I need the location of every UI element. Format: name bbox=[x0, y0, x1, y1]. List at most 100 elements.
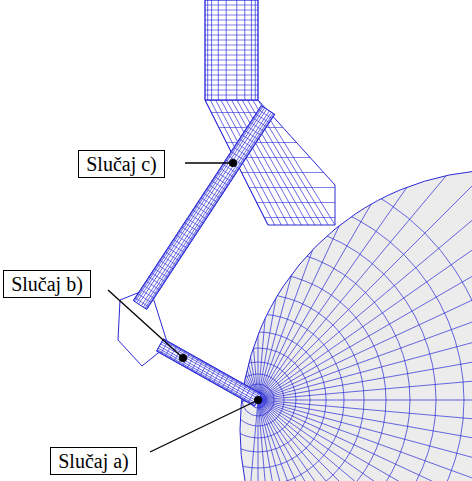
pipe-mesh bbox=[133, 0, 274, 406]
mesh-line bbox=[190, 332, 326, 468]
mesh-line bbox=[249, 187, 335, 188]
callout-label: Slučaj a) bbox=[58, 451, 129, 471]
pipe-region bbox=[133, 106, 274, 310]
mesh-line bbox=[258, 365, 472, 400]
mesh-line bbox=[172, 314, 344, 481]
mesh-line bbox=[141, 111, 269, 306]
mesh-line bbox=[0, 400, 258, 401]
mesh-line bbox=[205, 65, 258, 66]
mesh-line bbox=[248, 390, 255, 402]
mesh-line bbox=[135, 107, 263, 302]
mesh-line bbox=[205, 5, 258, 6]
mesh-line bbox=[205, 55, 258, 56]
callout-box: Slučaj c) bbox=[78, 150, 165, 178]
mesh-line bbox=[242, 172, 324, 173]
mesh-line bbox=[135, 298, 148, 307]
mesh-line bbox=[223, 400, 258, 481]
mesh-line bbox=[139, 109, 267, 304]
callout-box: Slučaj a) bbox=[50, 447, 137, 475]
mesh-line bbox=[222, 376, 229, 388]
mesh-line bbox=[258, 200, 472, 400]
mesh-line bbox=[205, 45, 258, 46]
mesh-line bbox=[205, 90, 258, 91]
mesh-line bbox=[0, 400, 258, 435]
mesh-line bbox=[237, 100, 308, 225]
mesh-line bbox=[163, 340, 261, 395]
mesh-line bbox=[239, 385, 246, 397]
mesh-line bbox=[258, 400, 472, 435]
mesh-line bbox=[205, 15, 258, 16]
mesh-line bbox=[143, 112, 271, 307]
leader-line bbox=[108, 290, 183, 358]
mesh-line bbox=[213, 371, 220, 383]
mesh-line bbox=[205, 10, 258, 11]
mesh-line bbox=[192, 359, 199, 371]
mesh-line bbox=[218, 373, 225, 385]
mesh-line bbox=[152, 294, 364, 481]
pipe-region bbox=[205, 0, 258, 100]
mesh-line bbox=[205, 366, 212, 378]
mesh-line bbox=[258, 231, 472, 400]
callout-label: Slučaj c) bbox=[86, 154, 157, 174]
mesh-line bbox=[157, 339, 164, 351]
mesh-line bbox=[0, 171, 258, 400]
mesh-line bbox=[205, 95, 258, 96]
leader-line bbox=[185, 162, 233, 163]
point-marker bbox=[229, 159, 237, 167]
mesh-line bbox=[157, 350, 255, 405]
mesh-line bbox=[205, 70, 258, 71]
callout-label: Slučaj b) bbox=[11, 274, 83, 294]
mesh-line bbox=[157, 351, 255, 406]
mesh-line bbox=[205, 35, 258, 36]
mesh-line bbox=[22, 164, 472, 481]
mesh-line bbox=[235, 383, 242, 395]
mesh-line bbox=[205, 100, 258, 101]
mesh-line bbox=[205, 85, 258, 86]
mesh-line bbox=[209, 368, 216, 380]
callout-box: Slučaj b) bbox=[3, 270, 91, 298]
mesh-line bbox=[161, 344, 259, 399]
mesh-line bbox=[163, 339, 261, 394]
mesh-line bbox=[244, 388, 251, 400]
mesh-line bbox=[137, 108, 265, 303]
mesh-line bbox=[205, 40, 258, 41]
mesh-line bbox=[258, 400, 259, 481]
mesh-line bbox=[258, 400, 458, 481]
mesh-line bbox=[258, 72, 472, 400]
mesh-line bbox=[258, 400, 472, 470]
mesh-line bbox=[200, 363, 207, 375]
mesh-line bbox=[159, 346, 257, 401]
mesh-line bbox=[157, 351, 255, 406]
mesh-line bbox=[205, 20, 258, 21]
point-marker bbox=[254, 396, 262, 404]
mesh-line bbox=[205, 80, 258, 81]
mesh-line bbox=[145, 113, 273, 308]
mesh-line bbox=[257, 202, 335, 203]
mesh-line bbox=[0, 117, 258, 400]
leader-line bbox=[150, 400, 258, 452]
mesh-line bbox=[226, 378, 233, 390]
mesh-line bbox=[205, 60, 258, 61]
mesh-line bbox=[134, 106, 262, 301]
mesh-line bbox=[133, 106, 261, 301]
mesh-line bbox=[146, 114, 274, 309]
mesh-line bbox=[205, 25, 258, 26]
mesh-line bbox=[162, 342, 260, 397]
mesh-line bbox=[231, 381, 238, 393]
mesh-line bbox=[206, 348, 310, 452]
mesh-line bbox=[258, 331, 472, 401]
mesh-line bbox=[220, 362, 296, 438]
mesh-line bbox=[258, 400, 472, 401]
mesh-line bbox=[52, 194, 464, 481]
mesh-line bbox=[147, 114, 275, 309]
mesh-line bbox=[130, 272, 386, 481]
mesh-line bbox=[80, 222, 436, 481]
mesh-line bbox=[205, 30, 258, 31]
mesh-line bbox=[158, 348, 256, 403]
leader-lines bbox=[108, 159, 262, 452]
mesh-line bbox=[205, 75, 258, 76]
mesh-line bbox=[163, 340, 261, 395]
mesh-line bbox=[221, 100, 288, 225]
